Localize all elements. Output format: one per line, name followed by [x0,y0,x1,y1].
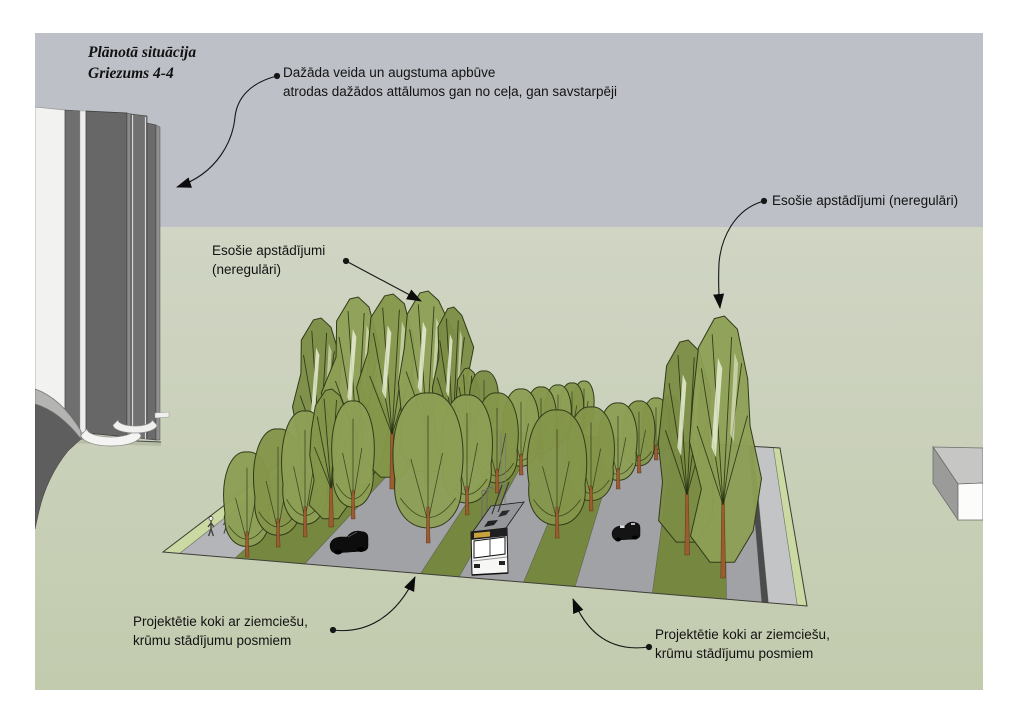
scene-canvas [35,33,983,690]
white-box-building [932,445,983,522]
annotation-existing-left-line2: (neregulāri) [212,262,282,277]
annotation-existing-left-line1: Esošie apstādījumi [212,243,326,258]
annotation-projected-right-line2: krūmu stādījumu posmiem [655,646,814,661]
leader-projected-right [572,598,650,649]
annotation-projected-left-line2: krūmu stādījumu posmiem [133,633,292,648]
leader-dot-existing-left [342,257,350,265]
scene-illustration [35,33,983,690]
trolleybus [470,481,525,576]
annotation-projected-left-line1: Projektētie koki ar ziemciešu, [133,614,308,629]
leader-existing-right [713,200,765,309]
drawing-title: Plānotā situācija Griezums 4-4 [88,42,196,84]
sky [35,33,983,227]
annotation-existing-right: Esošie apstādījumi (neregulāri) [772,191,958,210]
buildings-left [35,106,162,446]
tree-round [526,409,588,539]
entrance-ramps [80,411,170,447]
leader-lines [176,72,768,651]
annotation-projected-right: Projektētie koki ar ziemciešu, krūmu stā… [655,625,830,663]
car-right [611,521,641,542]
annotation-buildings-line2: atrodas dažādos attālumos gan no ceļa, g… [283,84,617,99]
annotation-existing-right-line1: Esošie apstādījumi (neregulāri) [772,193,959,208]
leader-buildings [176,75,278,188]
tree-tall [688,315,763,579]
title-line1: Plānotā situācija [88,44,197,61]
annotation-projected-left: Projektētie koki ar ziemciešu, krūmu stā… [133,612,308,650]
tree-round [392,392,464,544]
car-left [329,530,369,555]
leader-projected-left [332,576,416,632]
annotation-buildings-line1: Dažāda veida un augstuma apbūve [283,65,496,80]
leader-existing-left [345,260,422,302]
title-line2: Griezums 4-4 [88,65,174,82]
annotation-buildings: Dažāda veida un augstuma apbūve atrodas … [283,63,617,101]
tree-round [331,400,375,520]
annotation-existing-left: Esošie apstādījumi (neregulāri) [212,241,325,279]
trees-front [223,315,763,579]
annotation-projected-right-line1: Projektētie koki ar ziemciešu, [655,627,830,642]
